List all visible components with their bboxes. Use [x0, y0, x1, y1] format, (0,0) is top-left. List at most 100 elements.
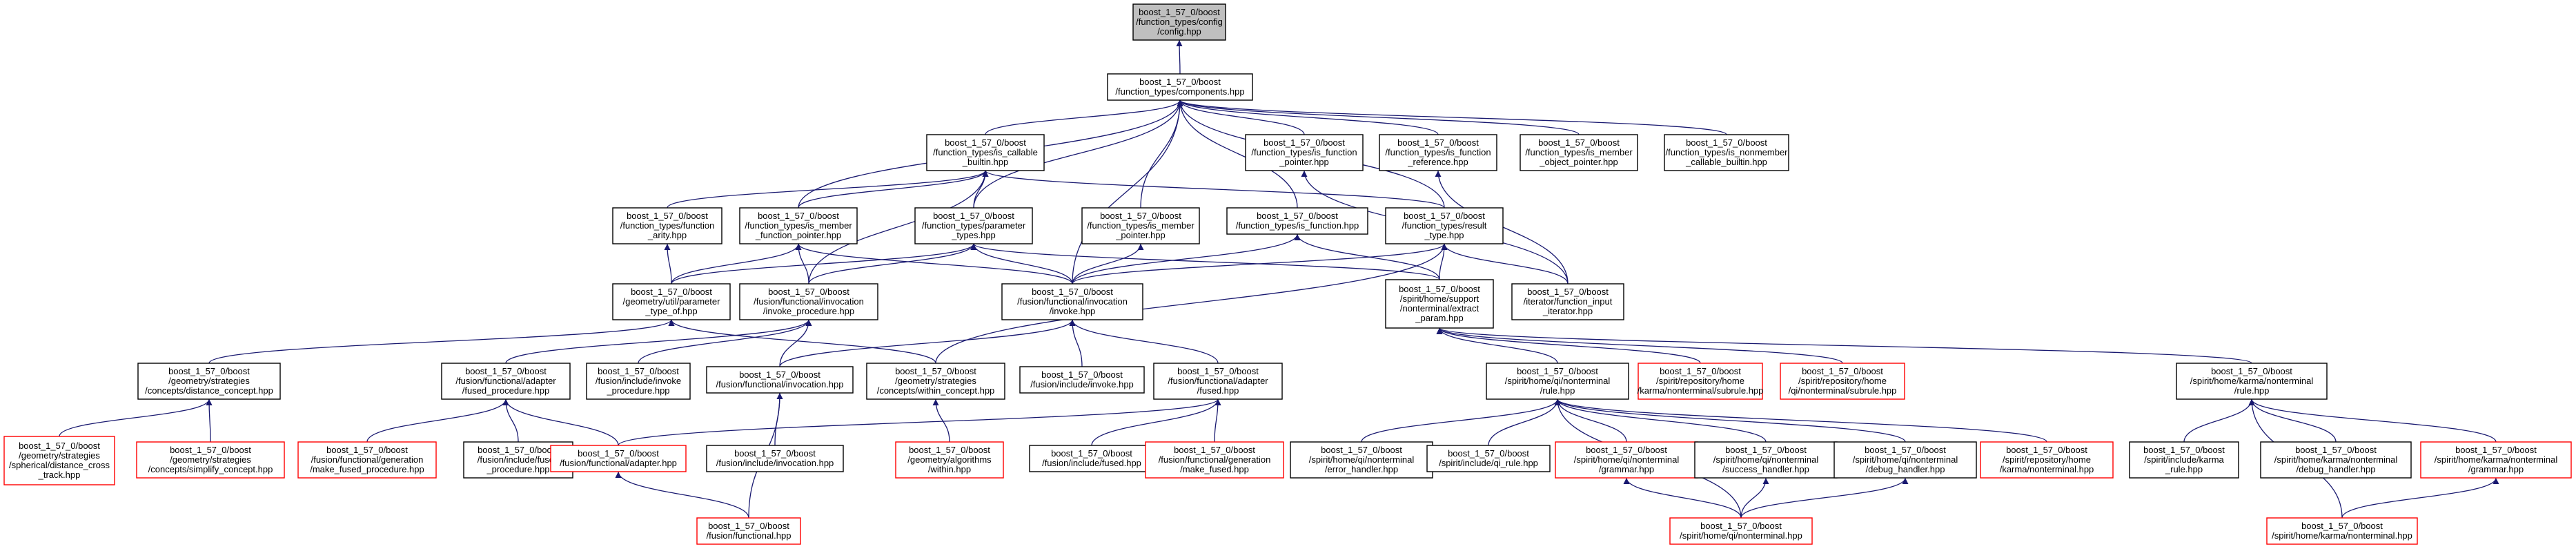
file-node[interactable]: boost_1_57_0/boost/spirit/home/qi/nonter… [1694, 441, 1838, 479]
node-label-line: boost_1_57_0/boost [909, 445, 990, 455]
file-node[interactable]: boost_1_57_0/boost/spirit/home/karma/non… [2260, 441, 2412, 479]
dependency-edge [1488, 398, 1561, 446]
node-label-line: _procedure.hpp [486, 464, 549, 474]
file-node[interactable]: boost_1_57_0/boost/function_types/compon… [1107, 73, 1253, 101]
dependency-edge [795, 243, 1073, 285]
truncated-file-node[interactable]: boost_1_57_0/boost/spirit/home/karma/non… [2420, 441, 2572, 479]
node-box [1379, 134, 1497, 171]
file-node[interactable]: boost_1_57_0/boost/function_types/functi… [612, 207, 722, 244]
node-box [1290, 441, 1433, 479]
dependency-edge [1441, 243, 1569, 285]
truncated-file-node[interactable]: boost_1_57_0/boost/geometry/strategies/c… [136, 441, 285, 479]
node-label-line: _object_pointer.hpp [1539, 157, 1618, 167]
file-node[interactable]: boost_1_57_0/boost/spirit/include/karma_… [2129, 441, 2239, 479]
file-node[interactable]: boost_1_57_0/boost/fusion/functional/ada… [441, 363, 571, 400]
node-box [137, 363, 281, 400]
file-node[interactable]: boost_1_57_0/boost/function_types/parame… [914, 207, 1033, 244]
truncated-file-node[interactable]: boost_1_57_0/boost/spirit/repository/hom… [1638, 363, 1764, 400]
file-node[interactable]: boost_1_57_0/boost/fusion/functional/inv… [1001, 283, 1143, 320]
node-label-line: /fusion/include/invocation.hpp [716, 458, 834, 468]
node-label-line: boost_1_57_0/boost [1660, 366, 1741, 376]
dependency-edge [668, 319, 936, 364]
node-box [895, 441, 1004, 479]
file-node[interactable]: boost_1_57_0/boost/spirit/home/qi/nonter… [1486, 363, 1629, 400]
file-node[interactable]: boost_1_57_0/boost/fusion/functional/inv… [739, 283, 878, 320]
file-node[interactable]: boost_1_57_0/boost/function_types/result… [1385, 207, 1504, 244]
truncated-file-node[interactable]: boost_1_57_0/boost/spirit/home/karma/non… [2266, 517, 2418, 545]
dependency-edge [671, 243, 802, 285]
node-box [1833, 441, 1977, 479]
node-label-line: boost_1_57_0/boost [1404, 211, 1485, 221]
node-label-line: /make_fused.hpp [1180, 464, 1249, 474]
file-node[interactable]: boost_1_57_0/boost/iterator/function_inp… [1511, 283, 1624, 320]
file-node[interactable]: boost_1_57_0/boost/geometry/strategies/c… [137, 363, 281, 400]
file-node[interactable]: boost_1_57_0/boost/fusion/include/invoke… [586, 363, 691, 400]
file-node[interactable]: boost_1_57_0/boost/spirit/home/support/n… [1385, 279, 1494, 329]
file-node[interactable]: boost_1_57_0/boost/function_types/is_mem… [739, 207, 858, 244]
truncated-file-node[interactable]: boost_1_57_0/boost/spirit/repository/hom… [1780, 363, 1905, 400]
node-label-line: /function_types/is_nonmember [1665, 147, 1788, 157]
dependency-edge [502, 398, 619, 446]
truncated-file-node[interactable]: boost_1_57_0/boost/spirit/repository/hom… [1980, 441, 2114, 479]
file-node[interactable]: boost_1_57_0/boost/function_types/is_non… [1664, 134, 1789, 171]
node-box [1980, 441, 2114, 479]
truncated-file-node[interactable]: boost_1_57_0/boost/geometry/algorithms/w… [895, 441, 1004, 479]
node-label-line: boost_1_57_0/boost [1399, 284, 1480, 294]
file-node[interactable]: boost_1_57_0/boost/fusion/functional/inv… [706, 366, 854, 394]
node-box [1426, 445, 1551, 472]
file-node[interactable]: boost_1_57_0/boost/function_types/is_mem… [1081, 207, 1200, 244]
truncated-file-node[interactable]: boost_1_57_0/boost/geometry/strategies/s… [3, 436, 115, 485]
node-label-line: /make_fused_procedure.hpp [310, 464, 424, 474]
node-label-line: boost_1_57_0/boost [1032, 287, 1113, 297]
dependency-edge [1439, 243, 1448, 280]
node-box [1153, 363, 1283, 400]
truncated-file-node[interactable]: boost_1_57_0/boost/spirit/home/qi/nonter… [1669, 517, 1813, 545]
file-node[interactable]: boost_1_57_0/boost/function_types/is_mem… [1520, 134, 1638, 171]
file-node[interactable]: boost_1_57_0/boost/function_types/is_fun… [1226, 207, 1368, 235]
file-node[interactable]: boost_1_57_0/boost/geometry/util/paramet… [612, 283, 731, 320]
node-label-line: /spirit/home/qi/nonterminal [1505, 376, 1611, 386]
file-node[interactable]: boost_1_57_0/boost/fusion/functional/ada… [1153, 363, 1283, 400]
file-node[interactable]: boost_1_57_0/boost/spirit/home/qi/nonter… [1833, 441, 1977, 479]
dependency-edge [935, 243, 1448, 364]
node-label-line: /spirit/home/qi/nonterminal [1713, 454, 1819, 465]
file-node[interactable]: boost_1_57_0/boost/geometry/strategies/c… [866, 363, 1005, 400]
node-label-line: /fusion/functional/adapter.hpp [560, 458, 677, 468]
node-label-line: /qi/nonterminal/subrule.hpp [1789, 385, 1897, 396]
node-label-line: /function_types/is_member [1087, 220, 1194, 231]
node-label-line: boost_1_57_0/boost [1397, 137, 1479, 148]
node-label-line: boost_1_57_0/boost [1174, 445, 1255, 455]
file-node[interactable]: boost_1_57_0/boost/function_types/is_cal… [926, 134, 1045, 171]
node-label-line: /debug_handler.hpp [2297, 464, 2376, 474]
file-node[interactable]: boost_1_57_0/boost/function_types/is_fun… [1245, 134, 1364, 171]
file-node[interactable]: boost_1_57_0/boost/fusion/include/fused.… [1029, 445, 1154, 472]
node-label-line: /spirit/repository/home [2003, 454, 2091, 465]
truncated-file-node[interactable]: boost_1_57_0/boost/fusion/functional.hpp [696, 517, 801, 545]
node-label-line: _types.hpp [951, 230, 996, 240]
node-label-line: _type_of.hpp [645, 306, 697, 316]
node-box [1029, 445, 1154, 472]
node-label-line: boost_1_57_0/boost [598, 366, 679, 376]
node-label-line: /function_types/components.hpp [1115, 86, 1244, 97]
node-label-line: boost_1_57_0/boost [631, 287, 712, 297]
truncated-file-node[interactable]: boost_1_57_0/boost/spirit/home/qi/nonter… [1555, 441, 1698, 479]
truncated-file-node[interactable]: boost_1_57_0/boost/fusion/functional/gen… [297, 441, 437, 479]
node-label-line: boost_1_57_0/boost [1686, 137, 1767, 148]
file-node[interactable]: boost_1_57_0/boost/spirit/include/qi_rul… [1426, 445, 1551, 472]
file-node[interactable]: boost_1_57_0/boost/spirit/home/karma/non… [2176, 363, 2328, 400]
dependency-edge [798, 170, 989, 209]
file-node[interactable]: boost_1_57_0/boost/fusion/include/invoke… [1019, 366, 1145, 394]
file-node[interactable]: boost_1_57_0/boost/fusion/include/invoca… [706, 445, 844, 472]
dependency-edge [1554, 398, 1906, 443]
node-label-line: /function_types/is_callable [933, 147, 1038, 157]
node-label-line: /spirit/home/qi/nonterminal [1574, 454, 1680, 465]
node-box [612, 283, 731, 320]
truncated-file-node[interactable]: boost_1_57_0/boost/fusion/functional/gen… [1145, 441, 1284, 479]
file-node[interactable]: boost_1_57_0/boost/spirit/home/qi/nonter… [1290, 441, 1433, 479]
node-label-line: boost_1_57_0/boost [1700, 521, 1782, 531]
truncated-file-node[interactable]: boost_1_57_0/boost/fusion/functional/ada… [550, 445, 687, 472]
dependency-edge [1436, 327, 1843, 364]
node-label-line: /function_types/is_member [1525, 147, 1633, 157]
file-node[interactable]: boost_1_57_0/boost/function_types/is_fun… [1379, 134, 1497, 171]
node-label-line: /fused.hpp [1197, 385, 1239, 396]
